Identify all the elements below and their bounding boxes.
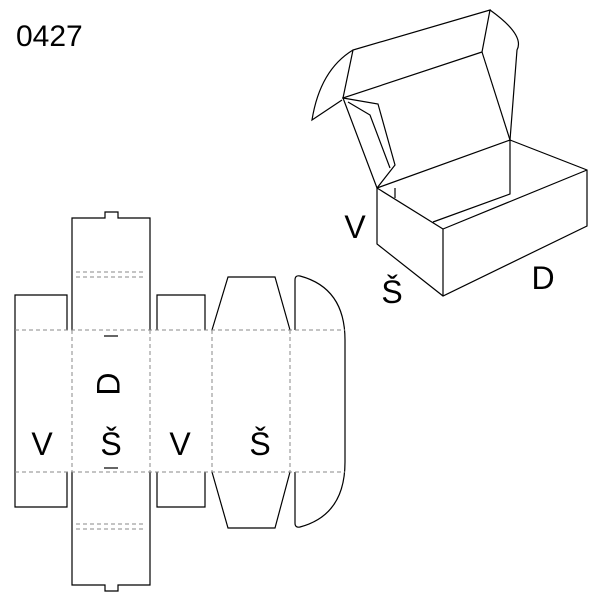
- lid-hinge-right: [481, 51, 511, 141]
- middle-top-flap: [156, 294, 206, 330]
- lid-side-right: [489, 9, 519, 141]
- label-height-left: V: [31, 426, 53, 462]
- box-body: [376, 139, 588, 297]
- lid-inner-flap: [347, 101, 391, 169]
- label-height-right: V: [169, 426, 191, 462]
- box-label-width: Š: [381, 274, 402, 310]
- top-flap-cut: [71, 211, 151, 330]
- box-label-depth: D: [531, 260, 554, 296]
- box-inner-wall: [376, 139, 511, 223]
- product-code: 0427: [16, 20, 83, 53]
- rounded-end-flap: [294, 275, 346, 528]
- label-width-middle: Š: [100, 426, 121, 462]
- box-edge-2: [442, 169, 588, 230]
- left-top-flap: [14, 294, 68, 330]
- bottom-flap-cut: [71, 472, 151, 592]
- trapezoid-top-flap: [211, 276, 291, 331]
- middle-bottom-flap: [156, 472, 206, 508]
- trapezoid-bottom-flap: [211, 471, 291, 529]
- box-illustration: V Š D: [311, 9, 588, 310]
- box-label-height: V: [344, 209, 366, 245]
- lid-rounded-flap: [311, 49, 354, 122]
- box-edge-1: [376, 187, 444, 230]
- label-depth-rotated: D: [90, 372, 126, 395]
- lid-panel: [342, 9, 491, 99]
- left-bottom-flap: [14, 472, 68, 508]
- flat-net: V D Š V Š: [14, 211, 346, 592]
- lid-front-flap: [342, 97, 396, 190]
- label-width-right: Š: [249, 426, 270, 462]
